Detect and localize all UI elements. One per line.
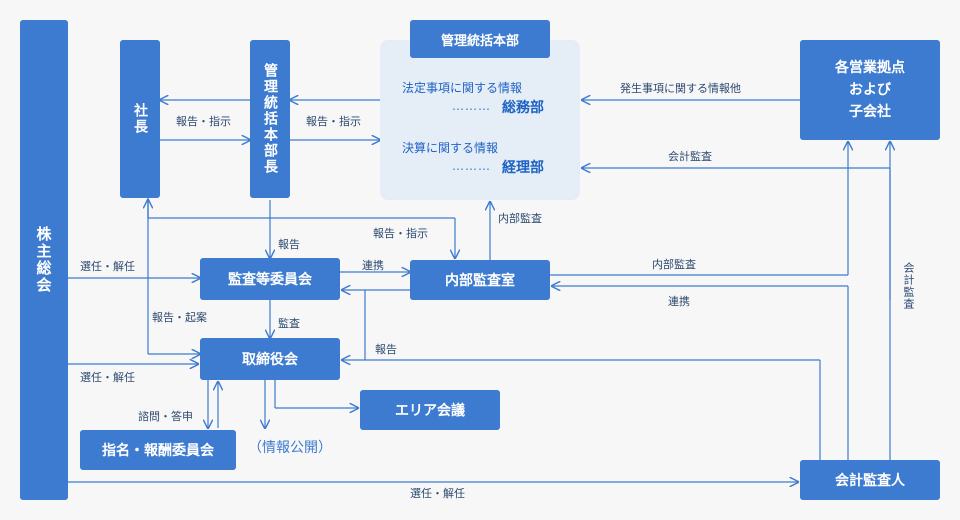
dots-1: ……… [452, 99, 491, 113]
gm-division-title: 管理統括本部 [440, 33, 519, 49]
accounting-dept: 経理部 [502, 160, 544, 176]
sites-subsidiaries-box: 各営業拠点 および 子会社 [800, 40, 940, 140]
internal-audit-label: 内部監査室 [445, 273, 515, 289]
label-financial-audit-vertical: 会計監査 [902, 262, 915, 310]
accounting-auditor-box: 会計監査人 [800, 460, 940, 500]
label-internal-audit-2: 内部監査 [652, 258, 696, 271]
board-label: 取締役会 [242, 352, 298, 368]
gm-head-label: 管理統括本部長 [262, 63, 278, 175]
closing-info-text: 決算に関する情報 [402, 141, 499, 155]
board-box: 取締役会 [200, 338, 340, 380]
sites-line-1: 各営業拠点 [835, 60, 905, 76]
label-audit: 監査 [278, 317, 300, 330]
shareholders-meeting-label: 株主総会 [34, 226, 53, 294]
label-financial-audit: 会計監査 [668, 150, 712, 163]
label-incident-info: 発生事項に関する情報他 [620, 82, 741, 95]
gm-division-panel [380, 40, 580, 200]
label-liaison-1: 連携 [362, 259, 384, 272]
label-report-instruct-2: 報告・指示 [306, 115, 361, 128]
legal-info-text: 法定事項に関する情報 [402, 81, 523, 95]
gm-division-header: 管理統括本部 [410, 20, 550, 58]
dots-2: ……… [452, 159, 491, 173]
sites-line-3: 子会社 [849, 104, 891, 120]
president-box: 社長 [120, 40, 160, 198]
label-elect-1: 選任・解任 [80, 260, 135, 273]
president-label: 社長 [132, 103, 148, 135]
gm-head-box: 管理統括本部長 [250, 40, 290, 198]
shareholders-meeting-box: 株主総会 [20, 20, 68, 500]
nomination-committee-box: 指名・報酬委員会 [80, 430, 236, 470]
accounting-auditor-label: 会計監査人 [835, 473, 905, 489]
label-elect-2: 選任・解任 [80, 371, 135, 384]
general-affairs-dept: 総務部 [502, 100, 544, 116]
area-meeting-label: エリア会議 [395, 403, 465, 419]
audit-committee-box: 監査等委員会 [200, 258, 340, 300]
label-report-propose: 報告・起案 [152, 311, 207, 324]
label-consult: 諮問・答申 [138, 410, 193, 423]
label-liaison-2: 連携 [668, 295, 690, 308]
sites-line-2: および [849, 82, 891, 98]
internal-audit-box: 内部監査室 [410, 260, 550, 300]
label-report-2: 報告 [375, 343, 397, 356]
area-meeting-box: エリア会議 [360, 390, 500, 430]
audit-committee-label: 監査等委員会 [228, 272, 312, 288]
disclosure-text: （情報公開） [248, 440, 332, 456]
label-report-instruct-3: 報告・指示 [373, 227, 428, 240]
label-internal-audit-1: 内部監査 [498, 212, 542, 225]
nomination-committee-label: 指名・報酬委員会 [102, 443, 214, 459]
label-elect-3: 選任・解任 [410, 487, 465, 500]
label-report-instruct-1: 報告・指示 [176, 115, 231, 128]
label-report-1: 報告 [278, 238, 300, 251]
